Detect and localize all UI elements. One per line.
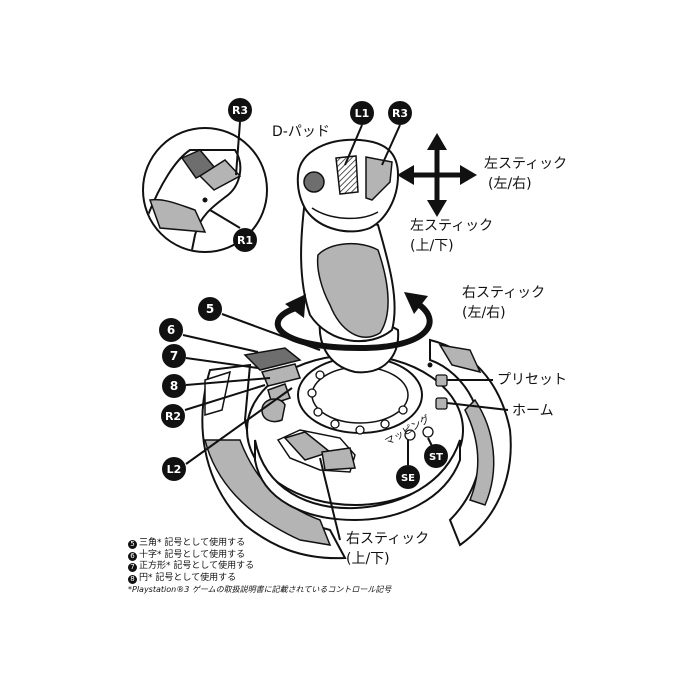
- svg-text:6: 6: [167, 323, 175, 337]
- badge-r3-inset: R3: [228, 98, 252, 122]
- svg-text:ST: ST: [429, 452, 443, 463]
- badge-st: ST: [424, 444, 448, 468]
- badge-7: 7: [162, 344, 186, 368]
- left-stick-lr-label: 左スティック: [484, 156, 568, 172]
- right-stick-ud-sub: (上/下): [346, 551, 390, 567]
- badge-r1: R1: [233, 228, 257, 252]
- svg-text:R2: R2: [165, 410, 181, 423]
- svg-text:R1: R1: [237, 234, 253, 247]
- preset-label: プリセット: [497, 372, 567, 388]
- right-stick-lr-sub: (左/右): [462, 305, 506, 321]
- joystick-stick: [296, 138, 400, 374]
- footnote: *Playstation®3 ゲームの取扱説明書に記載されているコントロール記号: [128, 585, 392, 595]
- svg-text:L1: L1: [355, 107, 370, 120]
- svg-text:R3: R3: [392, 107, 408, 120]
- svg-text:L2: L2: [167, 463, 182, 476]
- inset-detail: [142, 127, 268, 253]
- badge-r3-stick: R3: [388, 101, 412, 125]
- svg-text:7: 7: [170, 349, 178, 363]
- badge-6: 6: [159, 318, 183, 342]
- rotation-arrow: [274, 292, 433, 352]
- right-stick-lr-label: 右スティック: [462, 285, 546, 301]
- leader-lines: [182, 121, 509, 541]
- badge-se: SE: [396, 465, 420, 489]
- svg-text:8: 8: [170, 379, 178, 393]
- badge-8: 8: [162, 374, 186, 398]
- badge-5: 5: [198, 297, 222, 321]
- svg-text:SE: SE: [401, 473, 415, 484]
- badge-l2: L2: [162, 457, 186, 481]
- home-label: ホーム: [512, 403, 554, 419]
- left-stick-ud-label: 左スティック: [410, 218, 494, 234]
- badge-l1: L1: [350, 101, 374, 125]
- badge-r2: R2: [161, 404, 185, 428]
- left-stick-lr-sub: (左/右): [488, 176, 532, 192]
- dpad-label: D-パッド: [272, 124, 330, 140]
- svg-text:R3: R3: [232, 104, 248, 117]
- svg-text:5: 5: [206, 302, 214, 316]
- right-stick-ud-label: 右スティック: [346, 531, 430, 547]
- left-stick-ud-sub: (上/下): [410, 238, 454, 254]
- four-way-arrow: [397, 133, 477, 217]
